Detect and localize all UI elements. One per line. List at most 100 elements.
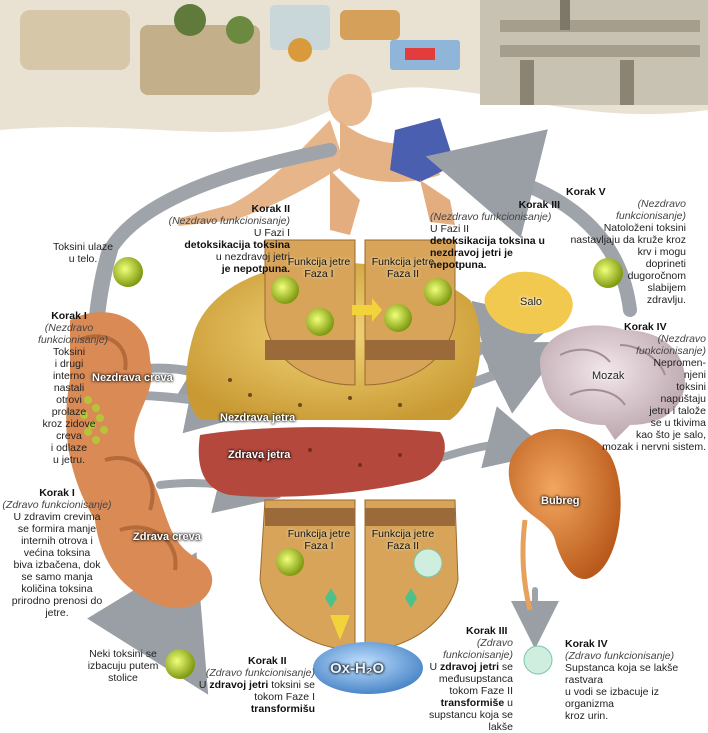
step4-unhealthy-line: mozak i nervni sistem. [602, 441, 706, 453]
step1-healthy-line: prirodno prenosi do jetre. [11, 595, 103, 619]
step2-healthy-title: Korak II [248, 655, 287, 667]
step3-healthy-line2: se međusupstanca tokom Faze II [438, 661, 513, 697]
step3-unhealthy: Korak III (Nezdravo funkcionisanje) U Fa… [430, 199, 560, 271]
step2-healthy-bold2: transformišu [250, 703, 315, 715]
step1-healthy-line: internih otrova i [21, 535, 93, 547]
step4-unhealthy-line: jetru i talože [649, 405, 706, 417]
step4-unhealthy-sub: (Nezdravo funkcionisanje) [635, 333, 706, 357]
step2-healthy-line2: toksini se tokom Faze I [254, 679, 315, 703]
step3-healthy-sub: (Zdravo funkcionisanje) [442, 637, 513, 661]
step1-unhealthy-line: i odlaze [50, 442, 88, 454]
panel-bottom-right-label: Funkcija jetre Faza II [371, 528, 435, 552]
step3-unhealthy-sub: (Nezdravo funkcionisanje) [430, 211, 552, 223]
step4-unhealthy: Korak IV (Nezdravo funkcionisanje) Nepro… [596, 321, 706, 453]
step2-unhealthy-title: Korak II [251, 203, 290, 215]
step1-healthy-sub: (Zdravo funkcionisanje) [2, 499, 112, 511]
step3-healthy: Korak III (Zdravo funkcionisanje) U zdra… [408, 625, 513, 733]
brain [540, 325, 685, 440]
step1-unhealthy-title: Korak I [51, 310, 87, 322]
toxins-enter-label: Toksini ulaze u telo. [52, 241, 114, 265]
step4-unhealthy-line: njeni [683, 369, 706, 381]
step2-healthy-line1: U [198, 679, 210, 691]
step5-line: krv i mogu [637, 246, 686, 258]
step2-healthy: Korak II (Zdravo funkcionisanje) U zdrav… [190, 655, 315, 715]
kidney-label: Bubreg [541, 495, 580, 507]
toxin-particles [113, 257, 623, 679]
step4-unhealthy-line: Nepromen- [653, 357, 706, 369]
healthy-liver [198, 427, 445, 497]
step4-unhealthy-line: napuštaju [660, 393, 706, 405]
panel-top-right-label: Funkcija jetre Faza II [371, 256, 435, 280]
step1-healthy: Korak I (Zdravo funkcionisanje) U zdravi… [2, 487, 112, 619]
step2-unhealthy-sub: (Nezdravo funkcionisanje) [168, 215, 290, 227]
step1-unhealthy-line: prolaze [51, 406, 87, 418]
step3-unhealthy-title: Korak III [518, 199, 560, 211]
step4-unhealthy-line: kao što je salo, [635, 429, 706, 441]
step3-unhealthy-line1: U Fazi II [430, 223, 470, 235]
step1-unhealthy-line: u jetru. [52, 454, 86, 466]
kidney [508, 428, 621, 611]
fat-tissue [484, 271, 573, 335]
water-droplet [313, 642, 423, 694]
step1-healthy-title: Korak I [39, 487, 75, 499]
step4-healthy-line: kroz urin. [565, 710, 609, 722]
step2-unhealthy-bold2: je nepotpuna. [221, 263, 290, 275]
step4-unhealthy-line: se u tkivima [650, 417, 706, 429]
healthy-gut-label: Zdrava creva [133, 531, 201, 543]
step1-unhealthy-line: Toksini [52, 346, 86, 358]
step2-unhealthy-line1: U Fazi I [253, 227, 290, 239]
step1-unhealthy-line: kroz zidove [42, 418, 96, 430]
water-label: Ox-H₂O [330, 660, 385, 677]
step1-unhealthy-line: creva [56, 430, 82, 442]
step3-healthy-bold2: transformiše [440, 697, 505, 709]
step3-healthy-title: Korak III [466, 625, 508, 637]
intestines [66, 312, 213, 609]
step1-healthy-line: U zdravim crevima [13, 511, 101, 523]
step1-healthy-line: količina toksina [21, 583, 93, 595]
step1-unhealthy-line: nastali [53, 382, 85, 394]
brain-label: Mozak [592, 370, 625, 382]
step1-unhealthy-line: otrovi [56, 394, 82, 406]
step5-line: dugoročnom [627, 270, 686, 282]
step1-healthy-line: se samo manja [21, 571, 93, 583]
step4-healthy: Korak IV (Zdravo funkcionisanje) Supstan… [565, 638, 707, 722]
step4-healthy-line: Supstanca koja se lakše rastvara [565, 662, 679, 686]
step4-healthy-sub: (Zdravo funkcionisanje) [565, 650, 675, 662]
polluted-environment-scene [0, 0, 708, 132]
panel-top-left-label: Funkcija jetre Faza I [287, 256, 351, 280]
step5-title: Korak V [566, 186, 606, 198]
step1-healthy-line: biva izbačena, dok [13, 559, 101, 571]
step2-healthy-bold1: zdravoj jetri [209, 679, 269, 691]
step4-healthy-line: u vodi se izbacuje iz organizma [565, 686, 659, 710]
step1-unhealthy-sub: (Nezdravo funkcionisanje) [38, 322, 109, 346]
step4-unhealthy-title: Korak IV [624, 321, 667, 333]
step5-line: Natoloženi toksini [603, 222, 686, 234]
step5-line: nastavljaju da kruže kroz [570, 234, 686, 246]
healthy-liver-label: Zdrava jetra [228, 449, 291, 461]
step5-sub: (Nezdravo funkcionisanje) [615, 198, 686, 222]
step2-unhealthy: Korak II (Nezdravo funkcionisanje) U Faz… [162, 203, 290, 275]
unhealthy-gut-label: Nezdrava creva [92, 372, 173, 384]
step4-unhealthy-line: toksini [676, 381, 706, 393]
step1-healthy-line: se formira manje [17, 523, 97, 535]
diagram-illustration [0, 0, 708, 695]
excreted-label: Neki toksini se izbacuju putem stolice [87, 648, 159, 684]
bottom-liver-panels [259, 499, 459, 651]
step5-line: slabijem [647, 282, 686, 294]
step2-unhealthy-line2: u nezdravoj jetri [215, 251, 290, 263]
step2-healthy-sub: (Zdravo funkcionisanje) [205, 667, 315, 679]
step5-line: doprineti [645, 258, 686, 270]
unhealthy-liver-label: Nezdrava jetra [220, 412, 296, 424]
step3-healthy-bold1: zdravoj jetri [440, 661, 499, 673]
step2-unhealthy-bold1: detoksikacija toksina [184, 239, 290, 251]
fat-label: Salo [520, 296, 543, 308]
panel-bottom-left-label: Funkcija jetre Faza I [287, 528, 351, 552]
step4-healthy-title: Korak IV [565, 638, 608, 650]
step1-unhealthy-line: interno [52, 370, 86, 382]
step5: Korak V (Nezdravo funkcionisanje) Natolo… [566, 186, 686, 306]
step5-line: zdravlju. [646, 294, 686, 306]
step1-unhealthy-line: i drugi [54, 358, 84, 370]
step1-healthy-line: većina toksina [23, 547, 91, 559]
step1-unhealthy: Korak I (Nezdravo funkcionisanje) Toksin… [38, 310, 109, 466]
